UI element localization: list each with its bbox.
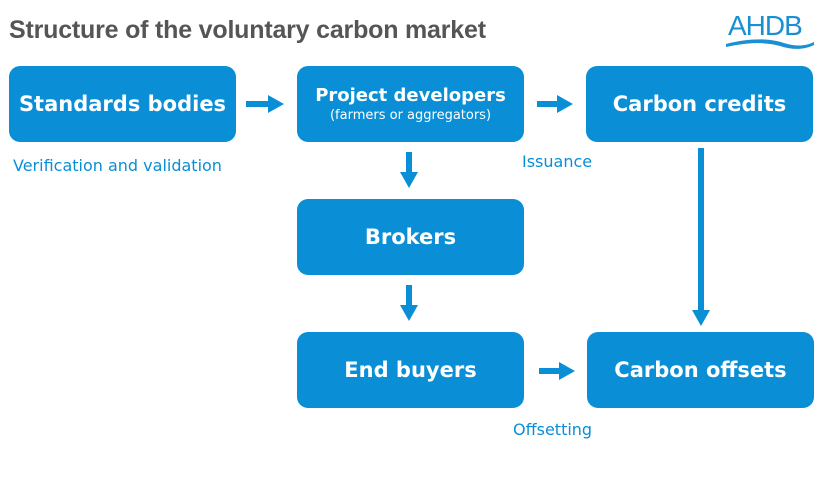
label-issuance: Issuance [522, 152, 593, 171]
node-label: Brokers [364, 225, 457, 249]
arrow-down-long-icon [692, 148, 710, 326]
page-title: Structure of the voluntary carbon market [9, 16, 486, 44]
logo-wave-icon [726, 39, 814, 49]
arrow-down-icon [400, 152, 418, 188]
ahdb-logo: AHDB [724, 6, 816, 52]
node-standards-bodies: Standards bodies [9, 66, 236, 142]
node-sublabel: (farmers or aggregators) [329, 108, 492, 123]
arrow-down-icon [400, 285, 418, 321]
node-brokers: Brokers [297, 199, 524, 275]
arrow-right-icon [539, 362, 575, 380]
node-label: Project developers [315, 85, 506, 106]
node-carbon-credits: Carbon credits [586, 66, 813, 142]
node-carbon-offsets: Carbon offsets [587, 332, 814, 408]
node-end-buyers: End buyers [297, 332, 524, 408]
node-label: End buyers [344, 358, 477, 382]
arrow-right-icon [246, 95, 284, 113]
label-verification: Verification and validation [13, 156, 222, 175]
logo-text: AHDB [728, 10, 803, 41]
node-label: Carbon offsets [614, 358, 787, 382]
node-project-developers: Project developers (farmers or aggregato… [297, 66, 524, 142]
label-offsetting: Offsetting [513, 420, 593, 439]
arrow-right-icon [537, 95, 573, 113]
node-label: Standards bodies [18, 92, 227, 116]
node-label: Carbon credits [612, 92, 787, 116]
